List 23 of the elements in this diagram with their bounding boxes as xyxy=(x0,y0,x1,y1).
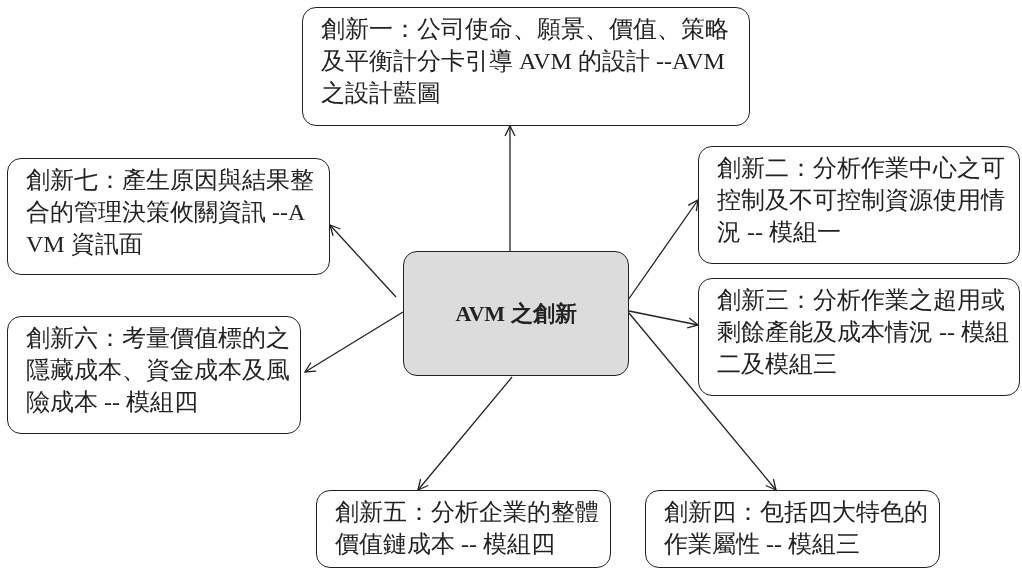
rounded-box xyxy=(7,316,301,434)
arrow xyxy=(628,310,699,329)
arrow xyxy=(628,312,777,491)
box-text: 創新四：包括四大特色的作業屬性 -- 模組三 xyxy=(664,498,929,559)
rounded-box xyxy=(7,158,330,275)
box-text: 創新六：考量價值標的之隱藏成本、資金成本及風險成本 -- 模組四 xyxy=(26,324,290,417)
rounded-box xyxy=(302,7,750,126)
arrow xyxy=(304,311,404,373)
box-text: 創新一：公司使命、願景、價值、策略及平衡計分卡引導 AVM 的設計 --AVM 之設計藍圖 xyxy=(321,15,730,108)
box-text: 創新五：分析企業的整體價值鏈成本 -- 模組四 xyxy=(335,498,600,559)
rounded-box xyxy=(698,278,1020,396)
box-text: 創新七：產生原因與結果整合的管理決策攸關資訊 --AVM 資訊面 xyxy=(26,166,315,259)
central-box xyxy=(403,251,629,376)
arrow xyxy=(329,224,397,298)
rounded-box xyxy=(645,490,940,568)
rounded-box xyxy=(316,490,611,568)
arrow xyxy=(504,125,516,252)
central-title: AVM 之創新 xyxy=(455,299,577,328)
box-text: 創新三：分析作業之超用或剩餘產能及成本情況 -- 模組二及模組三 xyxy=(717,286,1009,379)
arrow xyxy=(417,376,513,491)
arrow xyxy=(627,199,699,301)
box-text: 創新二：分析作業中心之可控制及不可控制資源使用情況 -- 模組一 xyxy=(717,154,1006,247)
rounded-box xyxy=(698,146,1020,264)
